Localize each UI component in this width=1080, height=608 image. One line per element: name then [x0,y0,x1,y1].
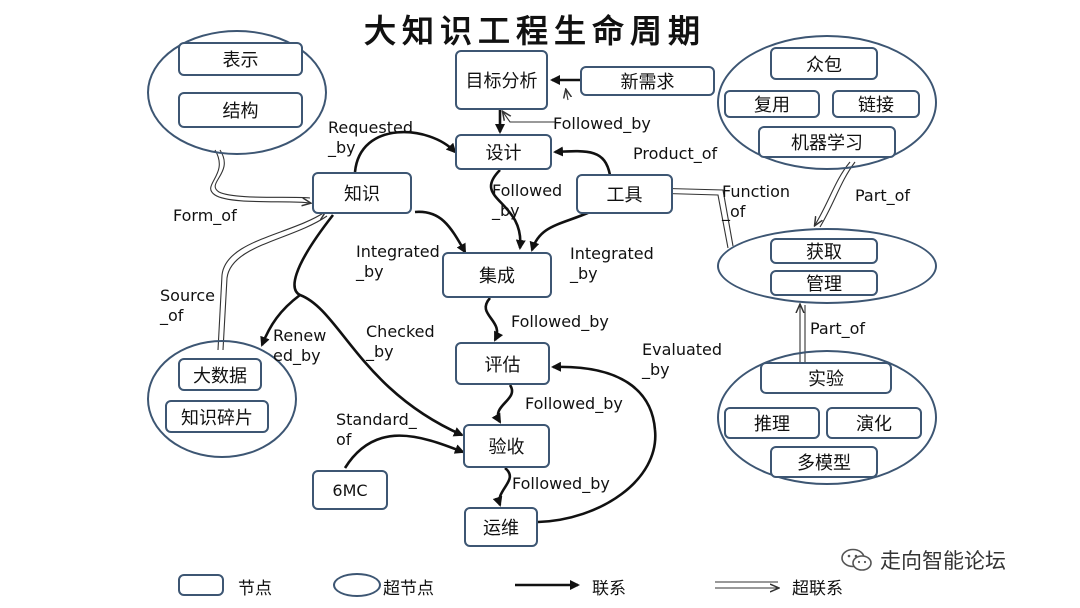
label-checked-by: Checked _by [366,322,435,361]
super-node-left-bottom[interactable] [147,340,297,458]
node-knowledge[interactable]: 知识 [312,172,412,214]
edge-6mc-accept [343,434,465,469]
superedge-form-knowledge [210,149,310,203]
legend-node-label: 节点 [238,579,272,599]
edge-tool-design [553,146,612,176]
edge-ops-evaluate [537,361,657,524]
node-manage[interactable]: 管理 [770,270,878,296]
node-new-requirement[interactable]: 新需求 [580,66,715,96]
label-source-of: Source _of [160,286,215,325]
label-integrated-by-left: Integrated _by [356,242,440,281]
node-structure[interactable]: 结构 [178,92,303,128]
super-node-right-mid[interactable] [717,228,937,304]
label-evaluated-by: Evaluated _by [642,340,723,379]
label-form-of: Form_of [173,206,237,225]
legend-node-swatch [178,574,224,596]
edge-knowledge-design [353,130,457,173]
node-acquire[interactable]: 获取 [770,238,878,264]
super-node-right-top[interactable] [717,35,937,170]
label-part-of-2: Part_of [810,319,866,338]
page-title: 大知识工程生命周期 [363,12,706,50]
node-reasoning[interactable]: 推理 [724,407,820,439]
legend-super-node-swatch [333,573,381,597]
label-followed-by: Followed_by [553,114,651,133]
label-followed-by-4: Followed_by [525,394,623,413]
node-integration[interactable]: 集成 [442,252,552,298]
edge-tool-integrate [529,210,591,252]
node-operations[interactable]: 运维 [464,507,538,547]
edge-knowledge-bigdata [260,293,301,347]
edge-knowledge-accept [293,214,464,437]
node-crowdsourcing[interactable]: 众包 [770,47,878,80]
superedge-top-mid [815,161,851,225]
legend-super-link-label: 超联系 [792,579,843,599]
superedge-newreq-goal [566,90,568,101]
node-multi-model[interactable]: 多模型 [770,446,878,478]
legend-super-node-label: 超节点 [383,579,434,599]
label-part-of: Part_of [855,186,911,205]
wechat-icon [841,548,872,571]
superedge-form-knowledge-b [214,149,311,199]
edge-knowledge-integrate [414,210,467,254]
node-evolution[interactable]: 演化 [826,407,922,439]
node-knowledge-fragment[interactable]: 知识碎片 [165,400,269,433]
label-requested-by: Requested _by [328,118,413,157]
node-experiment[interactable]: 实验 [760,362,892,394]
watermark-text: 走向智能论坛 [880,549,1006,573]
edge-accept-ops [492,466,512,507]
edge-integrate-evaluate [484,297,504,342]
label-product-of: Product_of [633,144,718,163]
watermark: 走向智能论坛 [840,545,1006,575]
label-integrated-by-right: Integrated _by [570,244,654,283]
node-acceptance[interactable]: 验收 [463,424,550,468]
label-function-of: Function _of [722,182,791,221]
legend-link-label: 联系 [592,579,626,599]
label-renewed-by: Renew ed_by [273,326,327,365]
node-reuse[interactable]: 复用 [724,90,820,118]
superedge-source-knowledge-b [222,215,328,351]
node-design[interactable]: 设计 [455,134,552,170]
edge-evaluate-accept [491,384,514,424]
label-standard-of: Standard_ of [336,410,417,449]
node-link[interactable]: 链接 [832,90,920,118]
node-6mc[interactable]: 6MC [312,470,388,510]
superedge-followedby-goal [503,112,555,123]
superedge-top-mid-b [819,161,856,228]
super-node-left-top[interactable] [147,30,327,155]
label-followed-by-5: Followed_by [512,474,610,493]
node-representation[interactable]: 表示 [178,42,303,76]
node-evaluation[interactable]: 评估 [455,342,550,385]
node-machine-learning[interactable]: 机器学习 [758,126,896,158]
superedge-source-knowledge [217,212,325,351]
node-tool[interactable]: 工具 [576,174,673,214]
node-goal-analysis[interactable]: 目标分析 [455,50,548,110]
super-node-right-bottom[interactable] [717,350,937,485]
label-followed-by-2: Followed _by [492,181,563,220]
edge-design-integrate [489,169,526,250]
label-followed-by-3: Followed_by [511,312,609,331]
node-big-data[interactable]: 大数据 [178,358,262,391]
superedge-function-tool-b [649,187,734,247]
